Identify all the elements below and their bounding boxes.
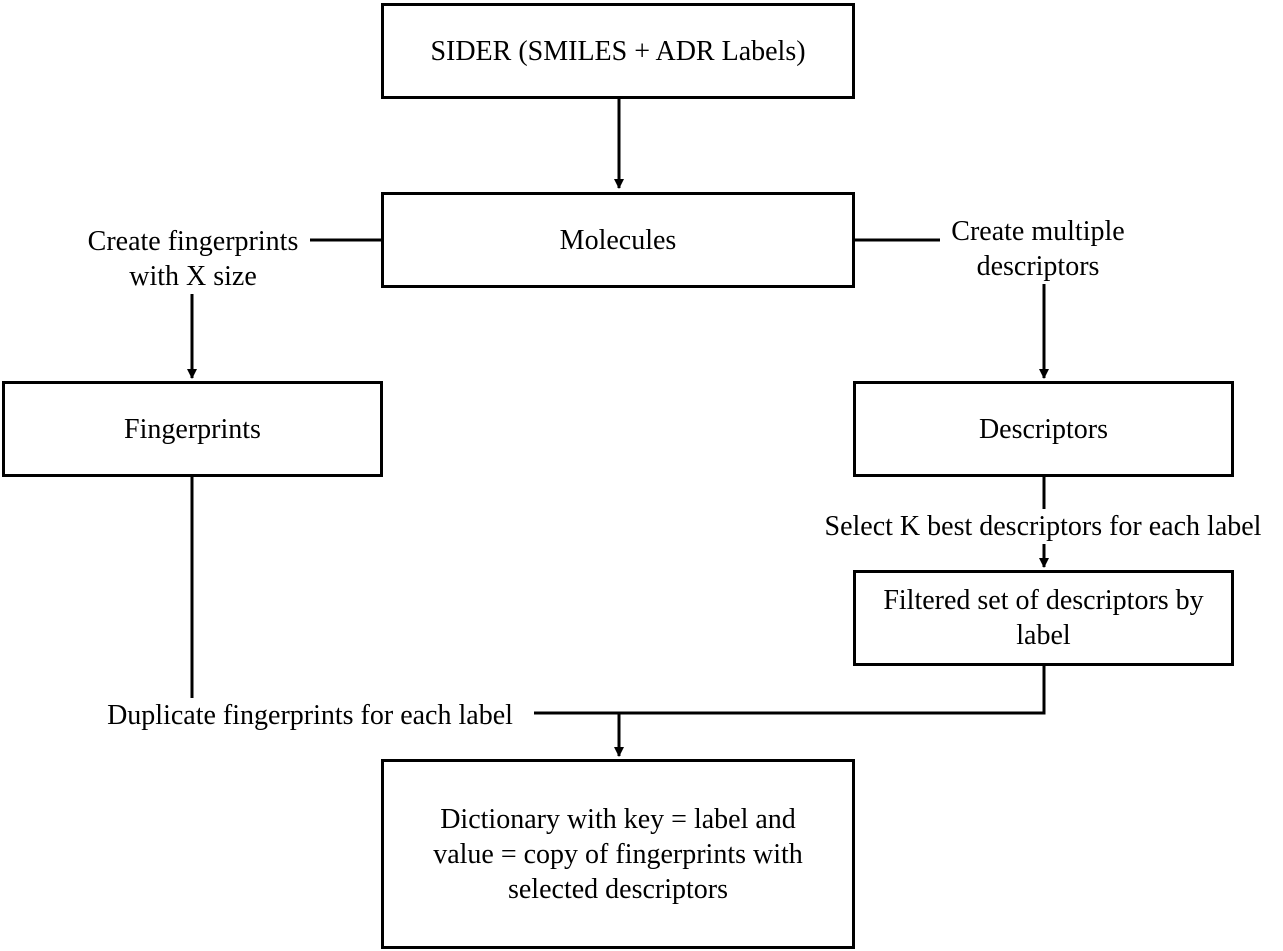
edge-label-create-descriptors: Create multiple descriptors: [940, 214, 1136, 284]
node-descriptors: Descriptors: [853, 381, 1234, 477]
edge-filtered-to-dictionary: [619, 666, 1046, 715]
node-dictionary-text: Dictionary with key = label and value = …: [433, 803, 803, 905]
node-filtered-text: Filtered set of descriptors by label: [883, 585, 1204, 651]
node-molecules: Molecules: [381, 192, 855, 288]
node-molecules-text: Molecules: [559, 224, 677, 256]
node-fingerprints: Fingerprints: [2, 381, 383, 477]
node-sider-text: SIDER (SMILES + ADR Labels): [430, 35, 806, 67]
edge-label-create-fingerprints: Create fingerprints with X size: [76, 224, 310, 294]
node-dictionary: Dictionary with key = label and value = …: [381, 759, 855, 949]
node-sider: SIDER (SMILES + ADR Labels): [381, 3, 855, 99]
edge-fingerprints-to-dictionary: [190, 477, 619, 715]
edge-label-select-k-best: Select K best descriptors for each label: [804, 509, 1282, 544]
node-fingerprints-text: Fingerprints: [124, 413, 261, 445]
node-filtered: Filtered set of descriptors by label: [853, 570, 1234, 666]
node-descriptors-text: Descriptors: [978, 413, 1109, 445]
edge-label-duplicate-fingerprints: Duplicate fingerprints for each label: [86, 698, 534, 733]
